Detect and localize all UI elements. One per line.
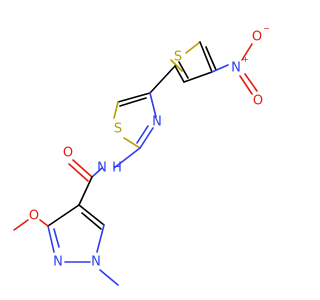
bond-n1-methyl: [99, 269, 119, 286]
atom-o-nitro-top-label: O: [252, 30, 262, 45]
atom-n-pyrazole-1: N: [91, 255, 101, 270]
atom-n-nitro: N +: [231, 55, 249, 76]
bond-amide-n-c: [91, 167, 103, 178]
bond-c3-methoxy-o: [39, 219, 49, 227]
bond-thiazole-n-c4: [149, 92, 157, 118]
atom-n-amide: N H: [97, 161, 122, 176]
atom-labels: S N + O − O S N N H O O N: [29, 24, 270, 270]
bond-thiazole-c4-c5-double: [119, 97, 147, 107]
atom-o-methoxy: O: [29, 209, 39, 224]
atom-o-nitro-bottom: O: [253, 94, 263, 109]
atom-o-nitro-bottom-label: O: [253, 94, 263, 109]
bond-nitro-n-o-bottom: [239, 75, 253, 95]
atom-s-thiophene-label: S: [174, 50, 182, 65]
bonds: [13, 41, 258, 286]
bond-thiazole-c2-n-double: [136, 125, 149, 144]
atom-o-carbonyl-label: O: [63, 146, 73, 161]
bond-thiophene-thiazole: [149, 65, 176, 94]
atom-n-amide-label: N: [97, 161, 107, 176]
bond-amide-c-pyrazole-c4: [78, 176, 93, 206]
bond-thiazole-c2-amide-n: [113, 147, 141, 169]
bond-amide-c-o: [72, 159, 93, 178]
atom-n-thiazole: N: [152, 115, 162, 130]
bond-thiazole-c4-c5: [117, 92, 151, 103]
atom-n-pyrazole-2-label: N: [53, 255, 63, 270]
atom-o-nitro-top: O −: [252, 24, 270, 45]
atom-o-nitro-top-charge: −: [263, 24, 270, 33]
bond-pyrazole-c4-c5-double: [81, 212, 102, 230]
molecule-structure-diagram: S N + O − O S N N H O O N: [13, 24, 270, 286]
bond-thiophene-s-c2: [185, 41, 201, 54]
bond-pyrazole-c4-c5: [78, 204, 105, 226]
atom-s-thiazole-label: S: [114, 122, 122, 137]
bond-thiophene-c4-c5: [174, 65, 185, 83]
bond-thiophene-c2-c3-double: [205, 46, 217, 71]
bond-nitro-n-o-bottom-double: [244, 73, 258, 92]
bond-thiophene-c3-c4: [183, 71, 213, 83]
bond-methoxy-o-ch3: [13, 219, 29, 231]
bond-pyrazole-c5-n1: [96, 224, 105, 253]
atom-n-nitro-charge: +: [242, 55, 249, 64]
bond-thiophene-c4-c5-double: [178, 61, 189, 79]
atom-n-thiazole-label: N: [152, 115, 162, 130]
bond-thiophene-s-c5: [170, 59, 183, 72]
atom-s-thiophene: S: [174, 50, 182, 65]
bond-thiazole-s-c2: [123, 137, 141, 149]
atom-n-pyrazole-2: N: [53, 255, 63, 270]
atom-o-carbonyl: O: [63, 146, 73, 161]
bond-nitro-n-o-top: [241, 43, 253, 61]
bond-amide-c-o-double: [68, 163, 89, 182]
bond-pyrazole-n2-c3-double: [53, 228, 60, 248]
bond-pyrazole-c3-c4: [47, 204, 80, 227]
atom-n-pyrazole-1-label: N: [91, 255, 101, 270]
bond-thiophene-c2-c3: [199, 41, 213, 73]
atom-h-amide-label: H: [112, 161, 122, 176]
atom-n-nitro-label: N: [231, 61, 241, 76]
bond-thiazole-c2-n: [139, 127, 154, 149]
atom-s-thiazole: S: [114, 122, 122, 137]
bond-thiazole-c5-s: [113, 101, 119, 119]
bond-c3-nitro-n: [211, 64, 229, 73]
bond-pyrazole-n2-c3: [47, 225, 55, 253]
atom-o-methoxy-label: O: [29, 209, 39, 224]
